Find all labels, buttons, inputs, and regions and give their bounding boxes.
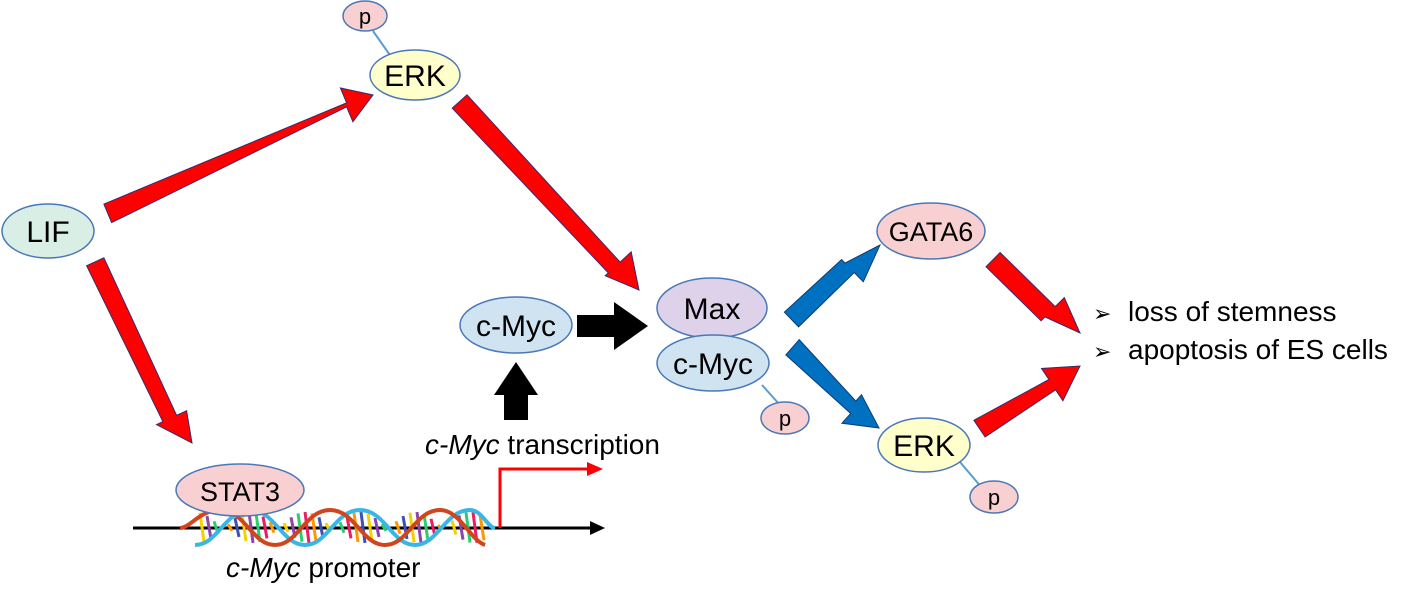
promoter-gene-name: c-Myc xyxy=(226,552,301,583)
dna-base-pair xyxy=(338,521,346,534)
dna-base-pair xyxy=(282,522,290,533)
arrow-transcription-to-cmyc xyxy=(494,362,538,420)
dna-base-pair xyxy=(394,520,402,535)
promoter-caption: c-Myc promoter xyxy=(226,552,420,583)
arrow-cmyc-to-max xyxy=(577,302,648,350)
arrow-max-to-erk-bottom xyxy=(785,338,880,429)
outcome-item-loss-of-stemness: loss of stemness xyxy=(1128,296,1337,327)
transcription-caption: c-Myc transcription xyxy=(425,429,660,460)
erk-bottom-phospho-ellipse xyxy=(969,480,1019,514)
dna-base-pair xyxy=(422,514,430,541)
arrow-erk-to-outcomes xyxy=(973,365,1081,438)
cmyc-complex-phospho-ellipse xyxy=(760,401,810,435)
gata6-label: GATA6 xyxy=(889,217,974,247)
dna-base-pair xyxy=(317,517,325,538)
arrow-gata6-to-outcomes xyxy=(985,251,1081,335)
dna-base-pair xyxy=(247,511,255,544)
outcome-item-apoptosis: apoptosis of ES cells xyxy=(1128,334,1388,365)
arrow-lif-to-erk xyxy=(103,87,374,224)
erk-top-phospho-ellipse xyxy=(342,0,388,32)
cmyc-complex-ellipse xyxy=(656,334,770,392)
dna-base-pair xyxy=(359,511,367,544)
erk-top-phospho-link xyxy=(372,30,393,59)
cmyc-complex-label: c-Myc xyxy=(673,348,753,381)
lif-ellipse xyxy=(1,203,95,259)
dna-base-pair xyxy=(478,514,486,541)
lif-label: LIF xyxy=(26,216,69,249)
cmyc-free-label: c-Myc xyxy=(476,310,556,343)
transcription-start-arrowhead xyxy=(587,462,603,476)
dna-base-pair xyxy=(226,523,234,532)
dna-base-pair xyxy=(373,517,381,538)
dna-base-pair xyxy=(261,516,269,539)
erk-top-ellipse xyxy=(369,49,461,101)
dna-baseline-arrowhead xyxy=(590,521,605,535)
dna-base-pair xyxy=(268,521,276,534)
erk-bottom-label: ERK xyxy=(893,430,955,463)
dna-base-pair xyxy=(380,523,388,532)
dna-base-pair xyxy=(303,511,311,544)
stat3-ellipse xyxy=(175,463,305,517)
cmyc-complex-phospho-label: p xyxy=(779,406,791,431)
arrow-erk-to-max xyxy=(451,94,640,291)
erk-top-label: ERK xyxy=(384,60,446,93)
dna-base-pair xyxy=(233,517,241,538)
transcription-start-arrow xyxy=(498,467,588,528)
dna-base-pair xyxy=(415,511,423,544)
transcription-gene-name: c-Myc xyxy=(425,429,500,460)
stat3-label: STAT3 xyxy=(200,477,280,507)
dna-base-pair xyxy=(366,513,374,542)
erk-bottom-phospho-link xyxy=(959,461,983,489)
arrow-lif-to-stat3 xyxy=(85,257,193,444)
cmyc-complex-phospho-link xyxy=(761,384,781,406)
outcome-list: ➢ loss of stemness ➢ apoptosis of ES cel… xyxy=(1093,296,1388,365)
max-label: Max xyxy=(684,293,741,326)
outcome-bullet-icon: ➢ xyxy=(1093,339,1111,364)
dna-base-pair xyxy=(345,516,353,539)
cmyc-free-ellipse xyxy=(459,296,573,354)
dna-base-pair xyxy=(450,520,458,535)
dna-base-pair xyxy=(205,515,213,540)
promoter-caption-rest: promoter xyxy=(301,552,421,583)
erk-bottom-ellipse xyxy=(877,417,971,473)
arrow-max-to-gata6 xyxy=(783,243,882,328)
erk-top-phospho-label: p xyxy=(359,4,371,29)
outcome-bullet-icon: ➢ xyxy=(1093,301,1111,326)
erk-bottom-phospho-label: p xyxy=(988,485,1000,510)
gata6-ellipse xyxy=(876,202,986,260)
transcription-caption-rest: transcription xyxy=(500,429,660,460)
dna-base-pair xyxy=(240,513,248,542)
